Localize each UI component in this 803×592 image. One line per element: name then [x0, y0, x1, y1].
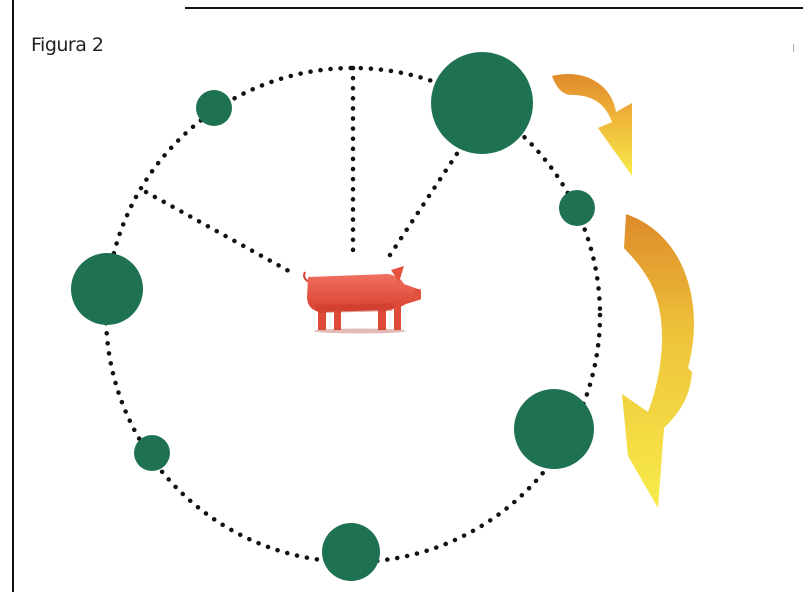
node-large-bottom-right: [514, 389, 594, 469]
curved-arrow-icon-large: [622, 214, 694, 508]
curved-arrow-icon-small: [552, 74, 632, 176]
spoke-line-right: [385, 134, 471, 261]
node-small-right: [559, 190, 595, 226]
node-large-top-right: [431, 52, 533, 154]
cycle-ring: [103, 65, 603, 565]
node-small-bottom-left: [134, 435, 170, 471]
node-medium-bottom: [322, 523, 380, 581]
spoke-line-left: [143, 189, 299, 278]
frame-left-border: [12, 0, 14, 592]
node-small-top-left: [196, 90, 232, 126]
figure-caption: Figura 2: [31, 34, 104, 56]
scan-mark: [793, 44, 794, 52]
pig-icon: [303, 266, 421, 334]
node-large-left: [71, 253, 143, 325]
frame-top-border: [185, 7, 803, 9]
